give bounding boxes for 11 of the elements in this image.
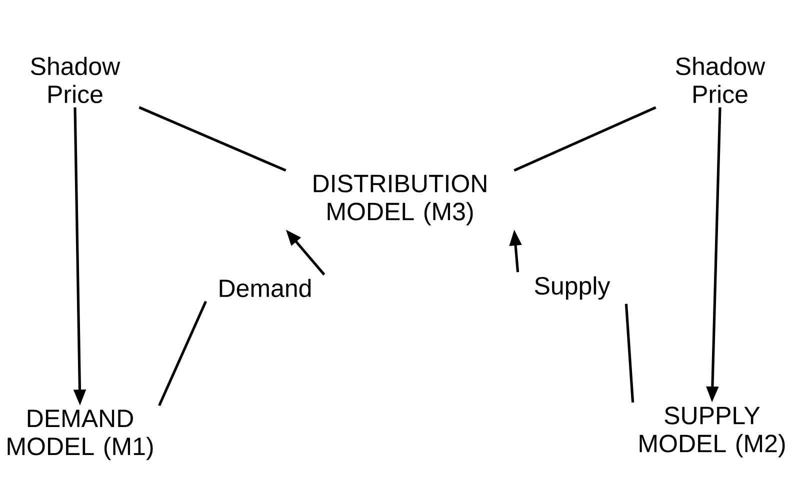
connector-line (624, 304, 634, 403)
connector-line (138, 106, 286, 172)
model-label: SUPPLY MODEL (M2) (640, 406, 785, 458)
node-label: Shadow Price (676, 56, 766, 104)
model-label: DISTRIBUTION MODEL (M3) (314, 174, 486, 226)
model-label: DEMAND MODEL (M1) (8, 410, 153, 460)
node-label: Shadow Price (30, 56, 120, 104)
connector-line (158, 300, 207, 406)
node-label: Demand (220, 278, 311, 298)
connector-line (514, 106, 656, 172)
node-label: Supply (534, 276, 610, 300)
